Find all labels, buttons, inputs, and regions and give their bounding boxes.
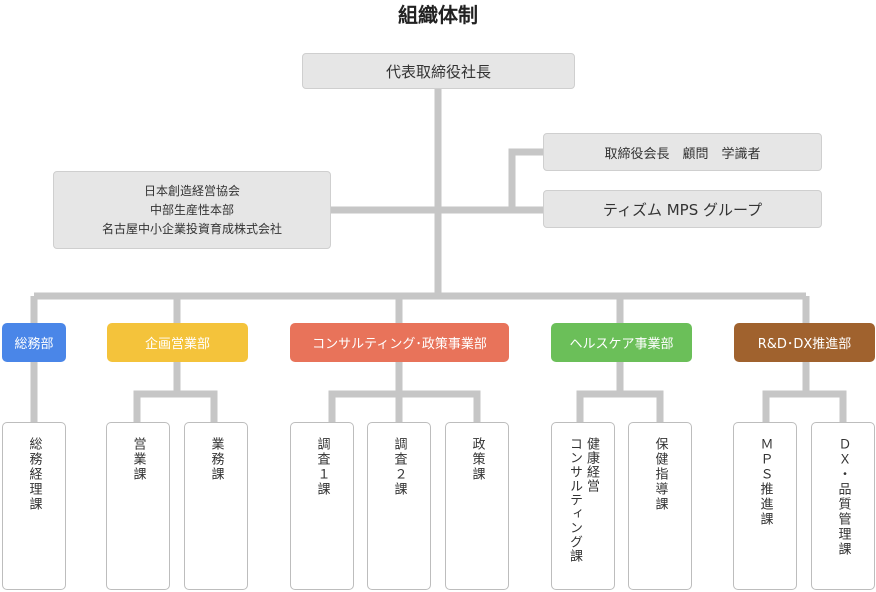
dept-health: ヘルスケア事業部 <box>551 323 692 362</box>
ceo-box: 代表取締役社長 <box>302 53 575 89</box>
partner-line: 名古屋中小企業投資育成株式会社 <box>101 221 282 236</box>
unit-eigyo: 営業課 <box>106 422 170 590</box>
unit-label: 健康経営 <box>584 437 599 493</box>
advisors-box: 取締役会長 顧問 学識者 <box>543 133 822 171</box>
partner-line: 日本創造経営協会 <box>143 183 240 198</box>
unit-label: ＭＰＳ推進課 <box>757 437 773 527</box>
unit-label: 保健指導課 <box>652 437 668 512</box>
partner-line: 中部生産性本部 <box>149 202 234 217</box>
dept-rd: R&D･DX推進部 <box>734 323 875 362</box>
unit-label: コンサルティング課 <box>567 437 582 563</box>
dept-consulting: コンサルティング･政策事業部 <box>290 323 509 362</box>
chart-title: 組織体制 <box>398 3 478 27</box>
group-box: ティズム MPS グループ <box>543 190 822 228</box>
dept-kikaku: 企画営業部 <box>107 323 248 362</box>
unit-kenko-keiei: 健康経営 コンサルティング課 <box>551 422 615 590</box>
unit-seisaku: 政策課 <box>445 422 509 590</box>
unit-line-rd-2 <box>806 390 847 422</box>
unit-line-health-2 <box>620 390 664 422</box>
advisors-link-line <box>508 148 545 210</box>
unit-line-health <box>576 362 624 422</box>
unit-line-kikaku <box>133 362 181 422</box>
unit-label: 総務経理課 <box>26 437 42 512</box>
unit-hoken-shido: 保健指導課 <box>628 422 692 590</box>
unit-line-consulting <box>328 362 403 422</box>
unit-gyomu: 業務課 <box>184 422 248 590</box>
unit-label: 調査２課 <box>391 437 407 497</box>
unit-mps-suishin: ＭＰＳ推進課 <box>733 422 797 590</box>
partners-box: 日本創造経営協会 中部生産性本部 名古屋中小企業投資育成株式会社 <box>53 171 331 249</box>
unit-label: 政策課 <box>469 437 485 482</box>
unit-label: 業務課 <box>208 437 224 482</box>
dept-soumu: 総務部 <box>2 323 66 362</box>
unit-chosa-2: 調査２課 <box>367 422 431 590</box>
unit-label: 営業課 <box>130 437 146 482</box>
unit-line-rd <box>762 362 810 422</box>
unit-label: ＤＸ・品質管理課 <box>835 437 851 557</box>
unit-soumu-keiri: 総務経理課 <box>2 422 66 590</box>
unit-line-kikaku-2 <box>177 390 218 422</box>
unit-chosa-1: 調査１課 <box>290 422 354 590</box>
unit-dx-hinshitsu: ＤＸ・品質管理課 <box>811 422 875 590</box>
unit-label: 調査１課 <box>314 437 330 497</box>
unit-line-consulting-3 <box>399 390 481 422</box>
